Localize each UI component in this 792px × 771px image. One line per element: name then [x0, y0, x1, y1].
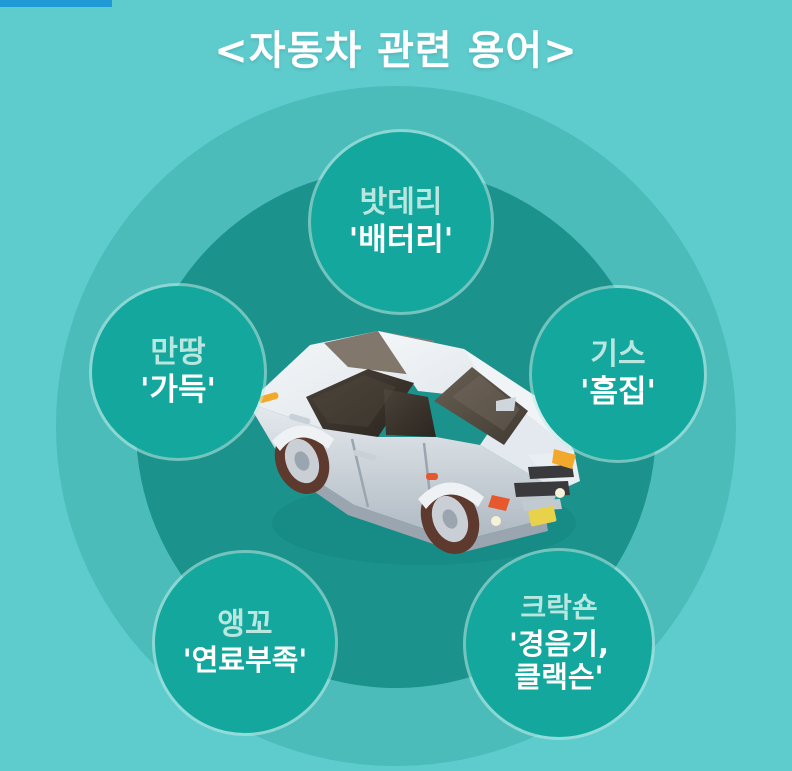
term-bubble-full[interactable]: 만땅 '가득'	[92, 286, 264, 458]
loading-progress-bar-track	[0, 0, 792, 7]
term-slang-full: 만땅	[150, 334, 206, 370]
term-proper-full: '가득'	[139, 372, 217, 409]
term-slang-horn: 크락숀	[520, 591, 598, 625]
term-proper-horn: '경음기, 클랙슨'	[509, 626, 609, 695]
term-bubble-horn[interactable]: 크락숀 '경음기, 클랙슨'	[466, 551, 652, 737]
term-slang-battery: 밧데리	[359, 184, 443, 220]
term-bubble-empty[interactable]: 앵꼬 '연료부족'	[155, 553, 335, 733]
term-proper-empty: '연료부족'	[182, 643, 308, 678]
term-slang-empty: 앵꼬	[217, 606, 273, 642]
term-proper-battery: '배터리'	[348, 222, 454, 259]
page-title: <자동차 관련 용어>	[214, 28, 578, 74]
car-illustration	[228, 305, 600, 577]
term-proper-scratch: '흠집'	[579, 374, 657, 411]
term-bubble-battery[interactable]: 밧데리 '배터리'	[311, 132, 491, 312]
term-slang-scratch: 기스	[590, 336, 646, 372]
term-bubble-scratch[interactable]: 기스 '흠집'	[532, 288, 704, 460]
loading-progress-bar-fill	[0, 0, 112, 7]
